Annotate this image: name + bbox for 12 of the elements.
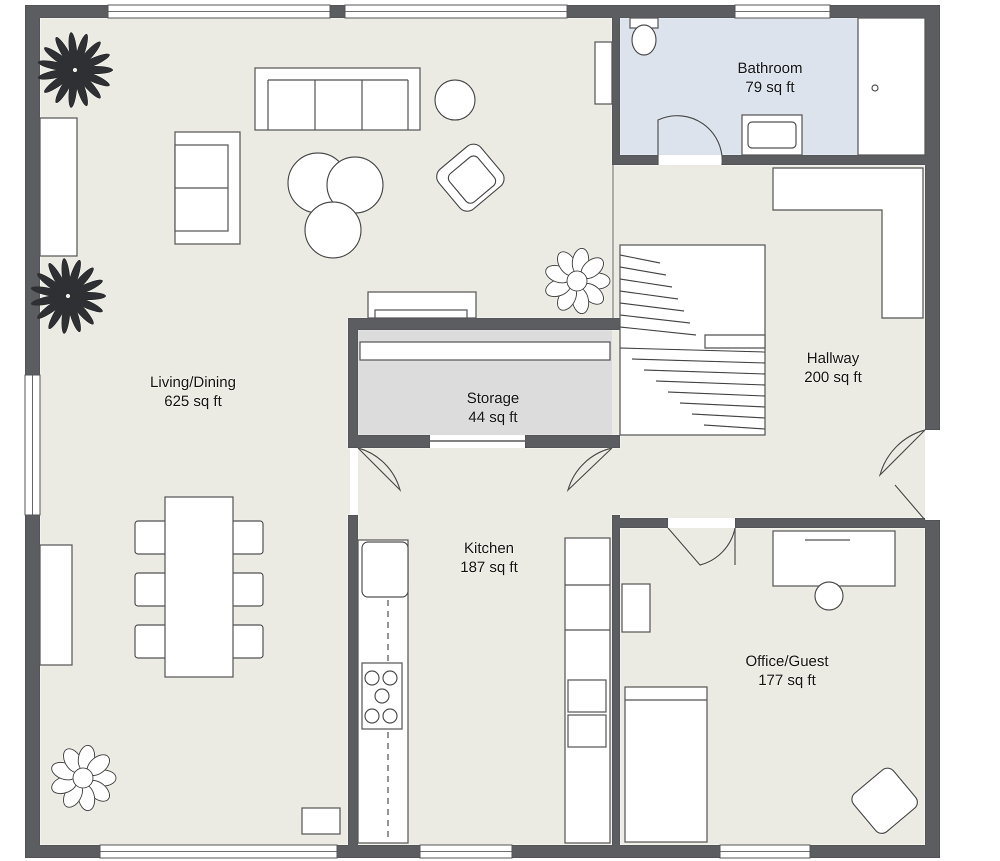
room-name: Storage: [466, 389, 520, 408]
room-area-label: 625 sq ft: [163, 392, 223, 411]
room-area-label: 79 sq ft: [744, 78, 796, 97]
room-name: Office/Guest: [745, 652, 829, 671]
room-name: Hallway: [806, 349, 860, 368]
room-area-label: 200 sq ft: [804, 368, 862, 387]
room-name: Kitchen: [462, 539, 516, 558]
room-name: Bathroom: [737, 59, 803, 78]
room-area-label: 177 sq ft: [757, 671, 817, 690]
room-area-label: 187 sq ft: [460, 558, 518, 577]
room-area-label: 44 sq ft: [467, 408, 519, 427]
room-name: Living/Dining: [150, 373, 236, 392]
